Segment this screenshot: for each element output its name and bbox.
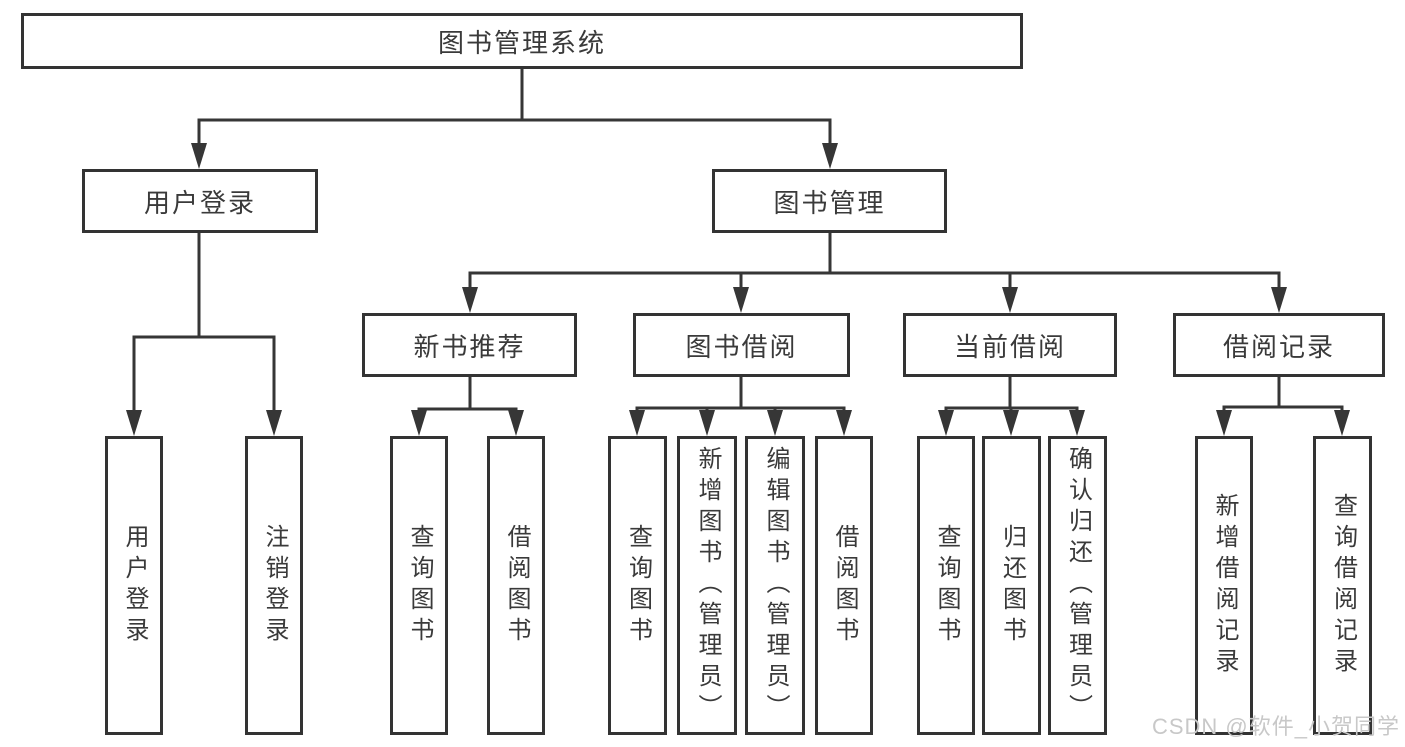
leaf-logout: 注销登录 xyxy=(245,436,303,735)
node-label: 新增图书（管理员） xyxy=(694,446,721,725)
node-book-borrowing: 图书借阅 xyxy=(633,313,850,377)
node-label: 图书管理 xyxy=(773,187,886,218)
node-user-login: 用户登录 xyxy=(82,169,318,233)
connector-book-management-branch xyxy=(462,231,1287,313)
node-book-management: 图书管理 xyxy=(712,169,947,233)
node-label: 新增借阅记录 xyxy=(1211,492,1238,679)
node-label: 借阅图书 xyxy=(831,523,858,648)
leaf-borrow-books-recommend: 借阅图书 xyxy=(487,436,545,735)
leaf-borrow-books: 借阅图书 xyxy=(815,436,873,735)
node-label: 查询图书 xyxy=(406,523,433,648)
node-label: 用户登录 xyxy=(143,187,256,218)
node-current-borrowing: 当前借阅 xyxy=(903,313,1117,377)
node-label: 查询借阅记录 xyxy=(1329,492,1357,679)
node-new-book-recommendation: 新书推荐 xyxy=(362,313,577,377)
node-root-library-management-system: 图书管理系统 xyxy=(21,13,1023,69)
node-label: 新书推荐 xyxy=(413,331,526,362)
node-label: 当前借阅 xyxy=(953,331,1066,362)
node-label: 查询图书 xyxy=(624,523,652,648)
node-label: 查询图书 xyxy=(933,523,960,648)
connector-user-login-branch xyxy=(126,231,282,436)
leaf-edit-book-admin: 编辑图书（管理员） xyxy=(745,436,805,735)
connector-borrow-records-branch xyxy=(1216,375,1350,436)
node-label: 注销登录 xyxy=(261,523,288,648)
leaf-query-books-recommend: 查询图书 xyxy=(390,436,448,735)
node-label: 确认归还（管理员） xyxy=(1064,446,1092,725)
leaf-query-books-current: 查询图书 xyxy=(917,436,975,735)
leaf-add-book-admin: 新增图书（管理员） xyxy=(677,436,737,735)
node-label: 归还图书 xyxy=(998,523,1026,648)
node-label: 借阅记录 xyxy=(1222,331,1335,362)
connector-current-borrow-branch xyxy=(938,375,1085,436)
connector-book-borrow-branch xyxy=(629,375,852,436)
node-label: 用户登录 xyxy=(121,523,148,648)
leaf-user-login: 用户登录 xyxy=(105,436,163,735)
node-label: 图书管理系统 xyxy=(437,27,606,58)
connector-new-book-branch xyxy=(411,375,524,436)
leaf-confirm-return-admin: 确认归还（管理员） xyxy=(1048,436,1107,735)
leaf-query-borrow-record: 查询借阅记录 xyxy=(1313,436,1372,735)
node-label: 图书借阅 xyxy=(685,331,798,362)
leaf-add-borrow-record: 新增借阅记录 xyxy=(1195,436,1253,735)
leaf-return-book: 归还图书 xyxy=(982,436,1041,735)
leaf-query-books-borrow: 查询图书 xyxy=(608,436,667,735)
node-label: 借阅图书 xyxy=(503,523,530,648)
connector-root-to-level1 xyxy=(191,67,838,169)
csdn-watermark: CSDN @软件_小贺同学 xyxy=(1151,714,1400,739)
node-label: 编辑图书（管理员） xyxy=(762,446,789,725)
node-borrowing-records: 借阅记录 xyxy=(1173,313,1385,377)
